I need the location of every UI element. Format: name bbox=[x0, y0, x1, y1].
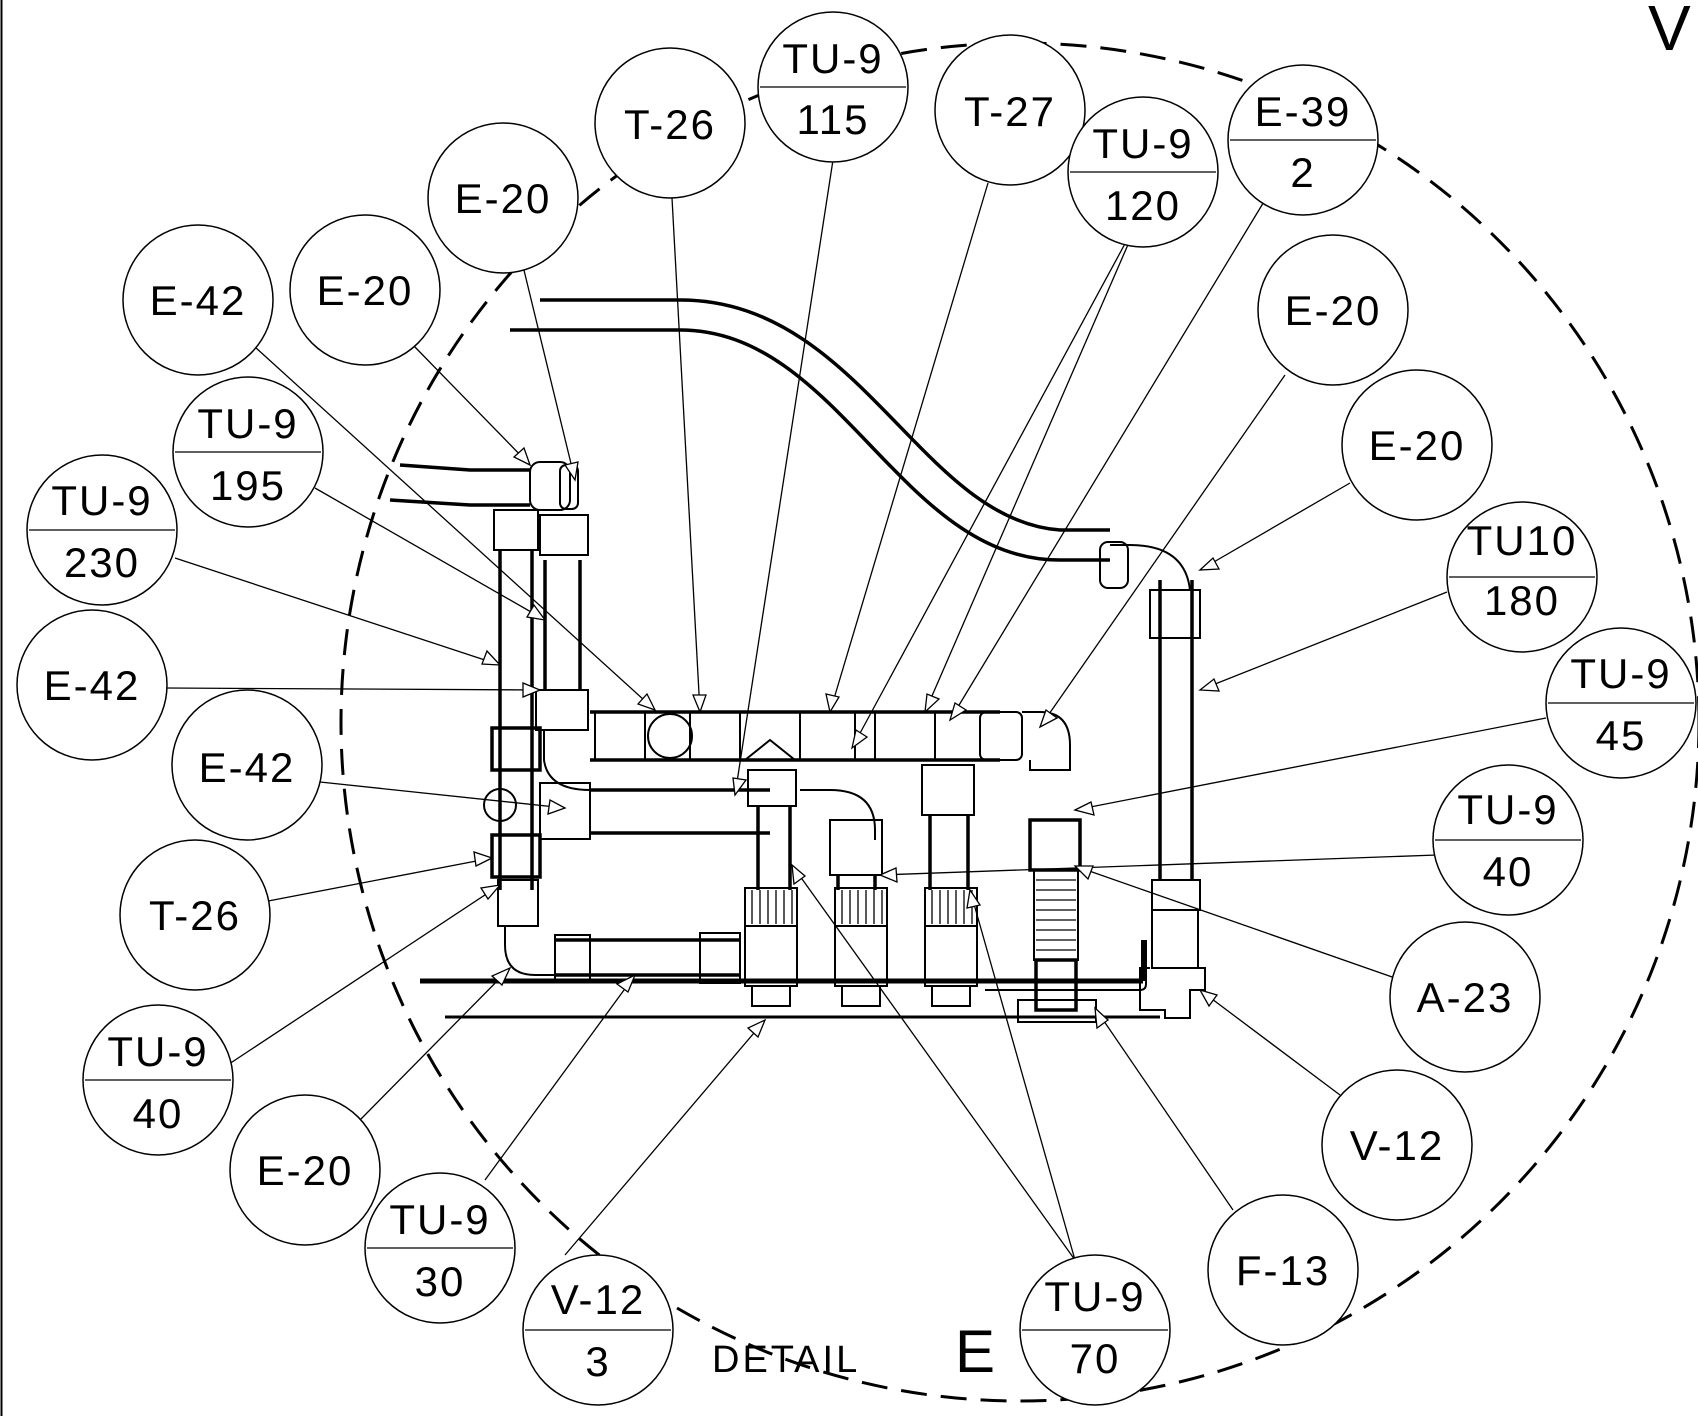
callout-e39-2: E-39 2 bbox=[1227, 64, 1379, 216]
svg-text:E-42: E-42 bbox=[44, 662, 141, 709]
callout-e20-e: E-20 bbox=[229, 1094, 381, 1246]
detail-caption-prefix: DETAIL bbox=[712, 1339, 860, 1381]
svg-text:TU-9: TU-9 bbox=[1044, 1273, 1145, 1320]
svg-text:V-12: V-12 bbox=[551, 1276, 645, 1323]
svg-text:TU-9: TU-9 bbox=[1570, 650, 1671, 697]
callout-tu9-115: TU-9 115 bbox=[757, 11, 909, 163]
callout-e42-b: E-42 bbox=[16, 609, 168, 761]
svg-text:45: 45 bbox=[1596, 712, 1647, 759]
svg-text:E-20: E-20 bbox=[257, 1147, 354, 1194]
svg-text:70: 70 bbox=[1070, 1335, 1121, 1382]
svg-text:230: 230 bbox=[64, 539, 140, 586]
callout-e20-a: E-20 bbox=[1257, 234, 1409, 386]
svg-text:3: 3 bbox=[585, 1338, 610, 1385]
svg-text:195: 195 bbox=[210, 462, 286, 509]
detail-boundary-circle bbox=[339, 41, 1698, 1403]
corner-mark: V bbox=[1648, 0, 1691, 64]
callout-e42-c: E-42 bbox=[171, 689, 323, 841]
svg-text:E-20: E-20 bbox=[1369, 422, 1466, 469]
callout-v12-a: V-12 bbox=[1321, 1069, 1473, 1221]
svg-text:A-23: A-23 bbox=[1417, 974, 1514, 1021]
svg-text:115: 115 bbox=[797, 96, 870, 143]
leader-lines bbox=[164, 159, 1547, 1261]
callout-f13: F-13 bbox=[1207, 1194, 1359, 1346]
svg-text:TU-9: TU-9 bbox=[782, 35, 883, 82]
callout-t26-top: T-26 bbox=[594, 47, 746, 199]
svg-text:40: 40 bbox=[133, 1090, 184, 1137]
callout-v12-3: V-12 3 bbox=[522, 1254, 674, 1406]
svg-text:E-39: E-39 bbox=[1255, 88, 1352, 135]
svg-text:TU-9: TU-9 bbox=[197, 400, 298, 447]
callout-a23: A-23 bbox=[1389, 921, 1541, 1073]
callout-tu9-230: TU-9 230 bbox=[26, 454, 178, 606]
svg-text:TU-9: TU-9 bbox=[1457, 786, 1558, 833]
svg-text:TU10: TU10 bbox=[1467, 517, 1578, 564]
callout-tu10-180: TU10 180 bbox=[1446, 501, 1598, 653]
callout-e20-c: E-20 bbox=[427, 122, 579, 274]
callout-t27: T-27 bbox=[934, 34, 1086, 186]
svg-text:E-20: E-20 bbox=[455, 175, 552, 222]
svg-text:2: 2 bbox=[1290, 149, 1315, 196]
svg-text:V-12: V-12 bbox=[1350, 1122, 1444, 1169]
callout-tu9-70: TU-9 70 bbox=[1019, 1254, 1171, 1406]
callout-tu9-45: TU-9 45 bbox=[1545, 627, 1697, 779]
piping-assembly bbox=[389, 298, 1206, 1023]
callout-tu9-40-left: TU-9 40 bbox=[82, 1004, 234, 1156]
svg-text:30: 30 bbox=[415, 1258, 466, 1305]
callout-e20-d: E-20 bbox=[1341, 369, 1493, 521]
svg-text:40: 40 bbox=[1483, 848, 1534, 895]
svg-text:120: 120 bbox=[1105, 182, 1181, 229]
detail-caption-letter: E bbox=[955, 1318, 995, 1385]
callout-e42-a: E-42 bbox=[122, 224, 274, 376]
svg-text:TU-9: TU-9 bbox=[1092, 120, 1193, 167]
svg-text:F-13: F-13 bbox=[1236, 1247, 1330, 1294]
svg-text:E-20: E-20 bbox=[317, 267, 414, 314]
callout-tu9-40-right: TU-9 40 bbox=[1432, 764, 1584, 916]
svg-text:T-26: T-26 bbox=[149, 892, 241, 939]
svg-text:E-20: E-20 bbox=[1285, 287, 1382, 334]
svg-text:TU-9: TU-9 bbox=[107, 1028, 208, 1075]
detail-caption: DETAIL E bbox=[712, 1318, 995, 1385]
svg-text:TU-9: TU-9 bbox=[389, 1196, 490, 1243]
svg-text:E-42: E-42 bbox=[199, 744, 296, 791]
callout-tu9-30: TU-9 30 bbox=[364, 1172, 516, 1324]
svg-text:TU-9: TU-9 bbox=[51, 477, 152, 524]
svg-text:T-26: T-26 bbox=[624, 101, 716, 148]
callout-t26-left: T-26 bbox=[119, 839, 271, 991]
svg-text:T-27: T-27 bbox=[964, 88, 1056, 135]
callout-tu9-120: TU-9 120 bbox=[1067, 96, 1219, 248]
callout-bubbles: TU-9 115 T-26 T-27 TU-9 120 E-39 2 E-20 bbox=[16, 11, 1697, 1406]
callout-e20-b: E-20 bbox=[289, 214, 441, 366]
svg-text:E-42: E-42 bbox=[150, 277, 247, 324]
svg-text:180: 180 bbox=[1484, 577, 1560, 624]
callout-tu9-195: TU-9 195 bbox=[172, 376, 324, 528]
